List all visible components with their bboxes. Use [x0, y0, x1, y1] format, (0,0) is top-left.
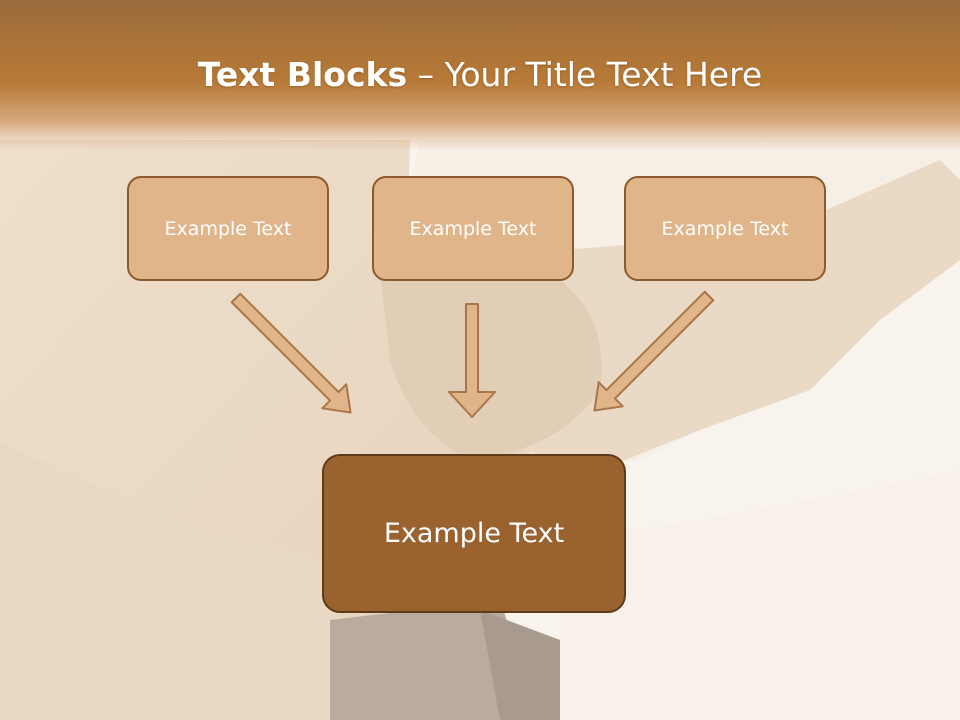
text-block-2-label: Example Text [409, 217, 537, 240]
slide-title: Text Blocks – Your Title Text Here [0, 52, 960, 98]
text-block-3-label: Example Text [661, 217, 789, 240]
arrow-center-icon [448, 303, 496, 418]
text-block-2: Example Text [372, 176, 574, 281]
arrow-left-icon [230, 292, 352, 414]
text-block-3: Example Text [624, 176, 826, 281]
result-block-label: Example Text [383, 518, 565, 549]
text-block-1-label: Example Text [164, 217, 292, 240]
title-rest: Your Title Text Here [444, 55, 763, 94]
text-block-1: Example Text [127, 176, 329, 281]
header-band [0, 0, 960, 150]
result-block: Example Text [322, 454, 626, 613]
arrow-right-icon [593, 290, 715, 412]
title-bold: Text Blocks [197, 55, 408, 94]
title-separator: – [407, 55, 445, 94]
